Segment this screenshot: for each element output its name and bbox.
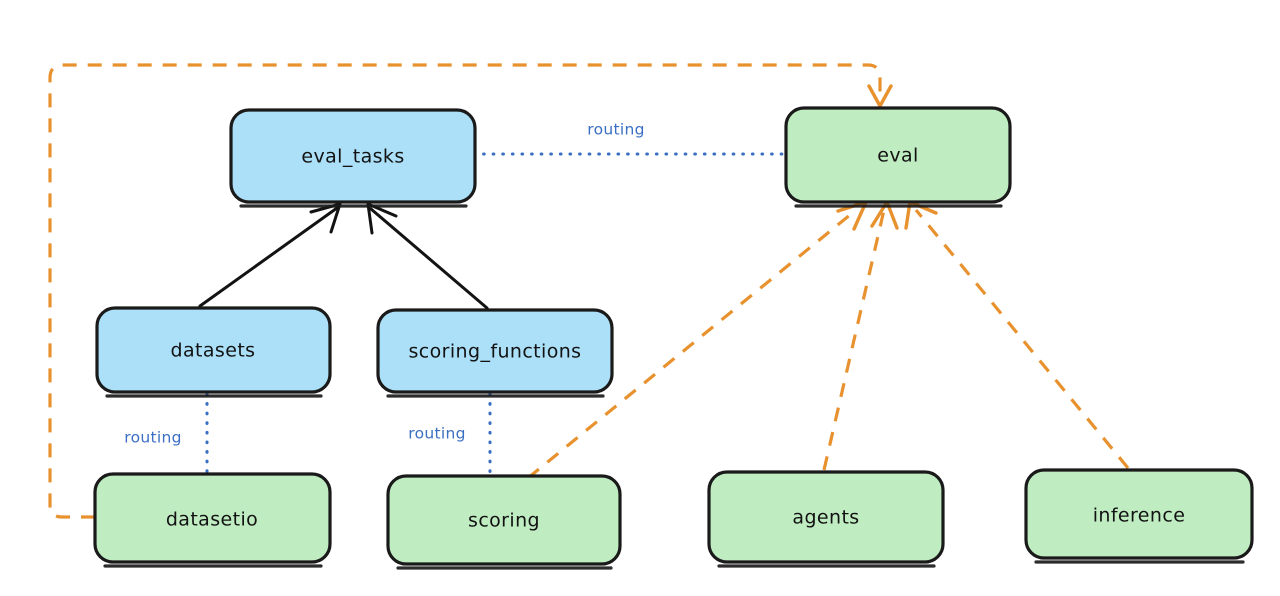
node-agents-box — [707, 470, 945, 564]
edge-datasets-to-eval-tasks-arrowhead — [309, 202, 342, 234]
edge-label-routing-eval-tasks-eval: routing — [587, 121, 645, 139]
node-datasets[interactable]: datasets — [95, 306, 332, 398]
edge-label-layer: routing routing routing — [124, 121, 645, 447]
node-datasetio[interactable]: datasetio — [93, 472, 332, 568]
node-eval-tasks[interactable]: eval_tasks — [229, 108, 477, 208]
edge-datasetio-to-eval-arrowhead — [867, 84, 893, 108]
edge-datasetio-to-eval[interactable] — [48, 63, 893, 519]
node-agents[interactable]: agents — [707, 470, 945, 568]
edge-datasets-to-eval-tasks[interactable] — [198, 202, 342, 308]
node-datasets-box — [95, 306, 332, 394]
edge-agents-to-eval-path — [822, 209, 886, 471]
edge-agents-to-eval[interactable] — [822, 200, 899, 471]
node-datasetio-box — [93, 472, 332, 564]
node-eval[interactable]: eval — [784, 106, 1012, 208]
node-datasetio-label: datasetio — [166, 509, 258, 531]
edge-layer — [48, 63, 1130, 519]
node-scoring-box — [386, 474, 622, 566]
node-datasets-label: datasets — [171, 340, 256, 362]
node-inference-box — [1024, 468, 1254, 560]
edge-scoring-functions-to-eval-tasks-arrowhead — [366, 202, 398, 235]
node-scoring-functions[interactable]: scoring_functions — [376, 308, 614, 398]
node-inference-label: inference — [1093, 505, 1186, 527]
node-eval-tasks-box — [229, 108, 477, 204]
node-eval-label: eval — [877, 145, 918, 167]
node-scoring-functions-box — [376, 308, 614, 394]
edge-inference-to-eval[interactable] — [904, 200, 1130, 470]
node-scoring-label: scoring — [468, 510, 540, 532]
edge-label-routing-scoring-functions-scoring: routing — [408, 425, 466, 443]
node-eval-box — [784, 106, 1012, 204]
edge-scoring-functions-to-eval-tasks-path — [369, 207, 489, 310]
edge-label-routing-datasets-datasetio: routing — [124, 429, 182, 447]
node-scoring-functions-label: scoring_functions — [409, 341, 582, 363]
node-inference[interactable]: inference — [1024, 468, 1254, 564]
node-eval-tasks-label: eval_tasks — [301, 146, 404, 168]
node-scoring[interactable]: scoring — [386, 474, 622, 570]
edge-datasets-to-eval-tasks-path — [198, 206, 339, 308]
node-agents-label: agents — [792, 507, 859, 529]
edge-inference-to-eval-path — [914, 208, 1130, 470]
node-layer: eval_tasks eval datasets scoring_functio… — [93, 106, 1254, 570]
edge-scoring-to-eval-path — [526, 208, 858, 480]
edge-scoring-functions-to-eval-tasks[interactable] — [366, 202, 489, 310]
